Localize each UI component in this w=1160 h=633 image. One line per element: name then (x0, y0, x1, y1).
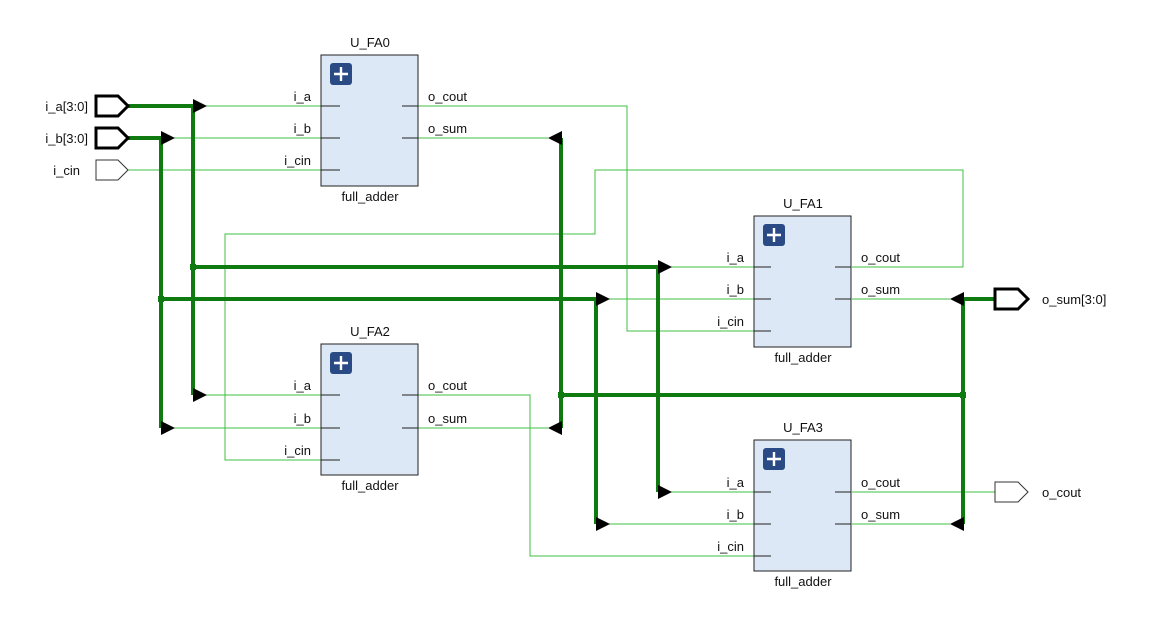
pin-label-i-cin: i_cin (717, 314, 744, 329)
junction-dot (960, 392, 966, 398)
pin-label-i-b: i_b (727, 507, 744, 522)
merge-arrow (950, 517, 964, 531)
bus-o-sum[interactable] (559, 138, 995, 524)
net-fa2-cout-to-fa3-cin[interactable] (402, 394, 771, 557)
instance-u-fa3[interactable]: U_FA3 i_a i_b i_cin o_cout o_sum full_ad… (717, 420, 900, 589)
junction-dot (190, 264, 196, 270)
instance-type: full_adder (774, 574, 832, 589)
plus-icon (767, 228, 781, 242)
port-i-a-shape[interactable] (94, 94, 131, 118)
pin-label-i-cin: i_cin (284, 443, 311, 458)
instance-name: U_FA1 (783, 196, 823, 211)
net-fa1-cout-to-fa2-cin[interactable] (224, 169, 964, 461)
ripper-arrow (193, 99, 207, 113)
pin-label-i-b: i_b (727, 282, 744, 297)
pin-label-o-cout: o_cout (428, 378, 467, 393)
pin-label-o-cout: o_cout (861, 250, 900, 265)
pin-label-i-a: i_a (294, 89, 312, 104)
pin-label-o-cout: o_cout (861, 475, 900, 490)
port-i-b-shape[interactable] (94, 126, 131, 150)
junction-dot (158, 296, 164, 302)
pin-label-o-sum: o_sum (861, 507, 900, 522)
instance-u-fa2[interactable]: U_FA2 i_a i_b i_cin o_cout o_sum full_ad… (284, 324, 467, 493)
instance-name: U_FA3 (783, 420, 823, 435)
instance-type: full_adder (341, 478, 399, 493)
nets (128, 104, 995, 557)
pin-label-i-cin: i_cin (284, 153, 311, 168)
ripper-arrow (193, 388, 207, 402)
port-o-sum-label: o_sum[3:0] (1042, 292, 1106, 307)
port-i-cin-shape[interactable] (95, 159, 129, 181)
ripper-arrow (596, 292, 610, 306)
instance-name: U_FA2 (350, 324, 390, 339)
plus-icon (334, 356, 348, 370)
merge-arrow (950, 292, 964, 306)
bus-i-b[interactable] (128, 136, 598, 524)
bus-rippers (161, 99, 964, 531)
port-o-cout-shape[interactable] (994, 481, 1029, 503)
junction-dot (558, 392, 564, 398)
pin-label-o-sum: o_sum (861, 282, 900, 297)
ripper-arrow (658, 260, 672, 274)
port-i-b-label: i_b[3:0] (45, 131, 88, 146)
pin-label-i-b: i_b (294, 121, 311, 136)
merge-arrow (548, 421, 562, 435)
pin-label-o-sum: o_sum (428, 121, 467, 136)
ripper-arrow (596, 517, 610, 531)
bus-i-a[interactable] (128, 104, 660, 492)
pin-label-o-sum: o_sum (428, 411, 467, 426)
pin-label-i-a: i_a (294, 378, 312, 393)
plus-icon (334, 67, 348, 81)
instance-name: U_FA0 (350, 35, 390, 50)
instance-type: full_adder (341, 189, 399, 204)
pin-label-o-cout: o_cout (428, 89, 467, 104)
pin-label-i-cin: i_cin (717, 539, 744, 554)
port-o-cout-label: o_cout (1042, 485, 1081, 500)
instance-u-fa0[interactable]: U_FA0 i_a i_b i_cin o_cout o_sum full_ad… (284, 35, 467, 204)
merge-arrow (548, 131, 562, 145)
net-fa0-cout-to-fa1-cin[interactable] (402, 105, 771, 332)
ripper-arrow (161, 421, 175, 435)
port-i-a-label: i_a[3:0] (45, 99, 88, 114)
instance-u-fa1[interactable]: U_FA1 i_a i_b i_cin o_cout o_sum full_ad… (717, 196, 900, 365)
pin-label-i-a: i_a (727, 475, 745, 490)
pin-label-i-b: i_b (294, 411, 311, 426)
plus-icon (767, 452, 781, 466)
port-o-sum-shape[interactable] (993, 287, 1031, 311)
port-i-cin-label: i_cin (53, 163, 80, 178)
pin-label-i-a: i_a (727, 250, 745, 265)
instance-type: full_adder (774, 350, 832, 365)
ports: i_a[3:0] i_b[3:0] i_cin o_sum[3:0] o_cou… (45, 94, 1106, 503)
ripper-arrow (658, 485, 672, 499)
ripper-arrow (161, 131, 175, 145)
